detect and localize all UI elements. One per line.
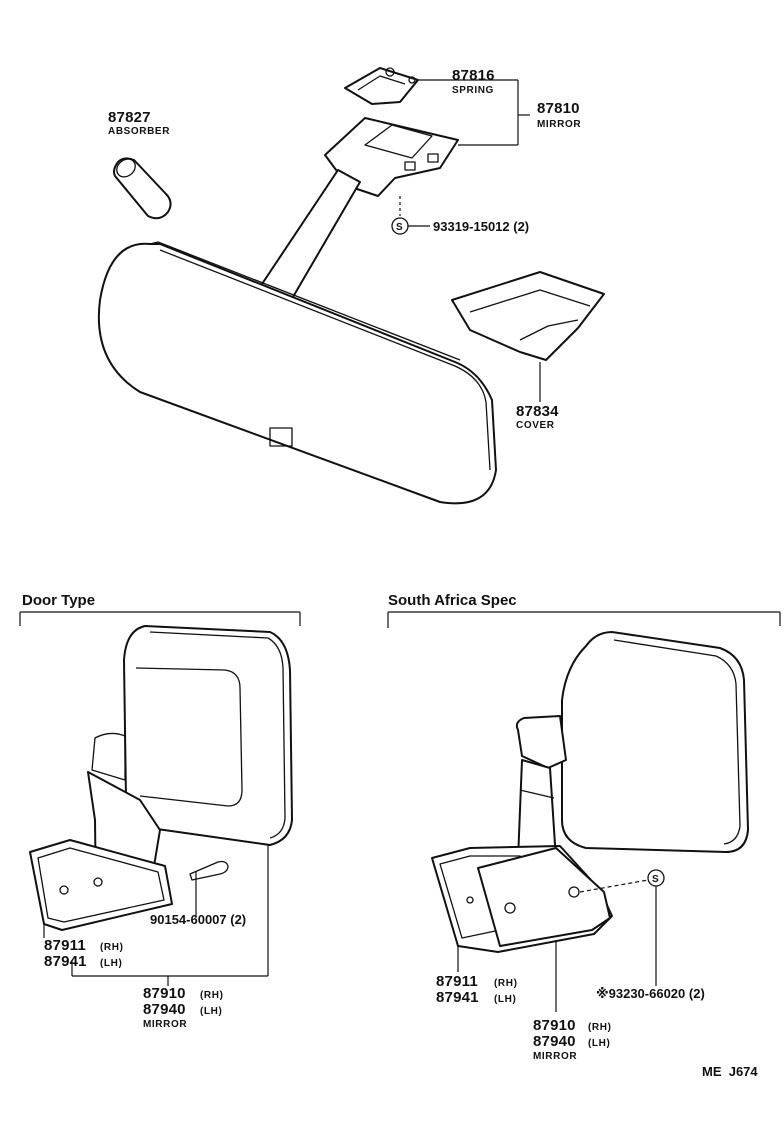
- sa-bracket-rh-side: (RH): [494, 978, 518, 989]
- sa-bracket-rh-number: 87911: [436, 973, 478, 990]
- cover-number: 87834: [516, 403, 559, 420]
- door-mirror-lh-side: (LH): [200, 1006, 222, 1017]
- sa-screw-symbol-icon: S: [652, 874, 659, 885]
- sa-mirror-lh-side: (LH): [588, 1038, 610, 1049]
- cover-name: COVER: [516, 420, 555, 431]
- label-cover: 87834 COVER: [516, 403, 559, 431]
- door-bracket-lh-number: 87941: [44, 953, 87, 970]
- door-bracket-rh-number: 87911: [44, 937, 86, 954]
- door-type-title: Door Type: [22, 592, 95, 609]
- spring-number: 87816: [452, 67, 495, 84]
- mirror-number: 87810: [537, 100, 580, 117]
- absorber-name: ABSORBER: [108, 126, 170, 137]
- label-mirror: 87810 MIRROR: [537, 100, 581, 130]
- door-screw-number: 90154-60007 (2): [150, 912, 246, 927]
- spring-part: [344, 67, 419, 105]
- sa-mirror-lh-number: 87940: [533, 1033, 576, 1050]
- door-bracket-rh-side: (RH): [100, 942, 124, 953]
- label-absorber: 87827 ABSORBER: [108, 109, 170, 137]
- door-screw-part: [189, 860, 229, 906]
- sa-bracket-part: [431, 845, 613, 953]
- inside-mirror-assembly: [97, 67, 605, 505]
- mirror-name: MIRROR: [537, 119, 581, 130]
- diagram-code: ME J674: [702, 1064, 758, 1079]
- screw-symbol-icon: S: [396, 222, 403, 233]
- top-leader-lines: [408, 79, 541, 402]
- spring-name: SPRING: [452, 85, 494, 96]
- door-mirror-part: [87, 625, 293, 901]
- absorber-number: 87827: [108, 109, 151, 126]
- mirror-head-part: [97, 241, 497, 505]
- door-mirror-rh-number: 87910: [143, 985, 186, 1002]
- sa-mirror-name: MIRROR: [533, 1051, 577, 1062]
- sa-bracket-lh-side: (LH): [494, 994, 516, 1005]
- door-mirror-lh-number: 87940: [143, 1001, 186, 1018]
- door-type-section: Door Type 90154-60007: [19, 592, 301, 1030]
- absorber-part: [113, 157, 172, 220]
- south-africa-section: South Africa Spec S ※93230-66020 (2): [387, 592, 781, 1062]
- sa-bracket-lh-number: 87941: [436, 989, 479, 1006]
- sa-mirror-rh-side: (RH): [588, 1022, 612, 1033]
- sa-mirror-part: [515, 631, 749, 861]
- door-bracket-lh-side: (LH): [100, 958, 122, 969]
- cover-part: [451, 271, 605, 361]
- door-mirror-rh-side: (RH): [200, 990, 224, 1001]
- door-mirror-name: MIRROR: [143, 1019, 187, 1030]
- sa-mirror-rh-number: 87910: [533, 1017, 576, 1034]
- label-screw-top: S 93319-15012 (2): [391, 217, 529, 235]
- south-africa-title: South Africa Spec: [388, 592, 517, 609]
- screw-number: 93319-15012 (2): [433, 219, 529, 234]
- label-spring: 87816 SPRING: [452, 67, 495, 96]
- sa-screw-number: ※93230-66020 (2): [596, 986, 705, 1001]
